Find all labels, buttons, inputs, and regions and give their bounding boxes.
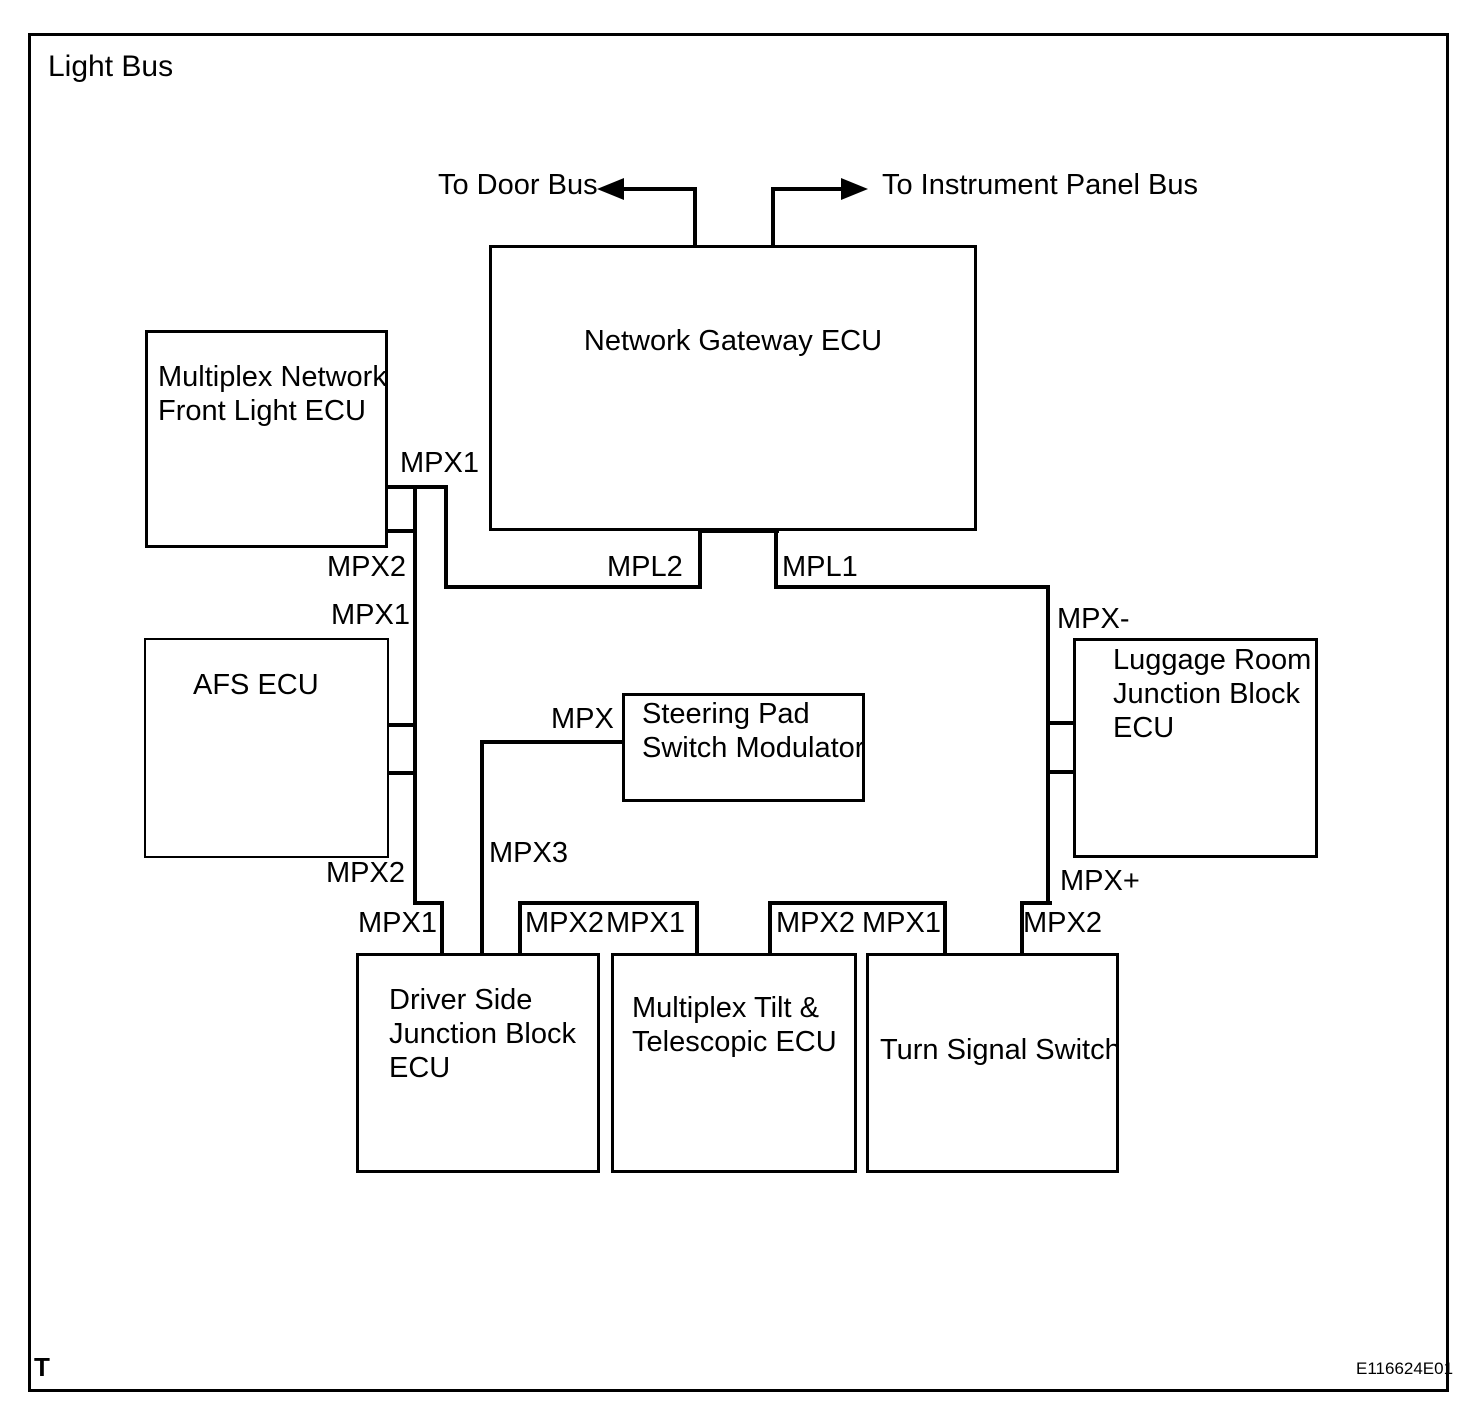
port-driver-mpx2: MPX2 <box>525 907 604 939</box>
instrument-panel-bus-label: To Instrument Panel Bus <box>882 169 1198 201</box>
port-driver-mpx1: MPX1 <box>358 907 437 939</box>
port-tilt-mpx1: MPX1 <box>606 907 685 939</box>
node-network-gateway-ecu-label: Network Gateway ECU <box>583 325 883 357</box>
node-front-light-ecu-label: Multiplex Network Front Light ECU <box>158 361 387 427</box>
wire-segment <box>1020 901 1024 979</box>
wire-segment <box>480 740 484 979</box>
node-luggage-room-junction-block-ecu <box>1073 638 1318 858</box>
port-gateway-mpl2: MPL2 <box>607 551 683 583</box>
wire-segment <box>518 901 699 905</box>
port-steering-mpx: MPX <box>551 703 614 735</box>
port-afs-mpx1: MPX1 <box>331 599 410 631</box>
wire-segment <box>771 187 845 191</box>
node-turn-signal-switch-label: Turn Signal Switch <box>880 1034 1121 1066</box>
port-front-light-mpx2: MPX2 <box>327 551 406 583</box>
wire-segment <box>615 187 697 191</box>
arrow-left-icon <box>597 178 624 200</box>
node-steering-pad-switch-modulator-label: Steering Pad Switch Modulator <box>642 698 865 764</box>
port-luggage-mpx-plus: MPX+ <box>1060 865 1140 897</box>
port-gateway-mpl1: MPL1 <box>782 551 858 583</box>
wire-segment <box>771 187 775 247</box>
wire-segment <box>518 901 522 979</box>
wire-segment <box>774 529 778 589</box>
wire-segment <box>768 901 772 979</box>
diagram-border <box>28 33 1449 1392</box>
node-network-gateway-ecu <box>489 245 977 531</box>
diagram-title: Light Bus <box>48 50 174 83</box>
node-luggage-room-junction-block-ecu-label: Luggage Room Junction Block ECU <box>1113 644 1312 744</box>
wire-segment <box>1020 901 1052 905</box>
wire-segment <box>698 529 702 589</box>
wire-segment <box>1046 585 1050 725</box>
node-driver-side-junction-block-ecu-label: Driver Side Junction Block ECU <box>389 984 576 1084</box>
node-afs-ecu <box>144 638 389 858</box>
node-front-light-ecu <box>145 330 388 548</box>
wire-segment <box>440 901 444 979</box>
node-steering-pad-switch-modulator <box>622 693 865 802</box>
arrow-right-icon <box>841 178 868 200</box>
figure-code: E116624E01 <box>1356 1359 1454 1378</box>
door-bus-label: To Door Bus <box>438 169 598 201</box>
wire-segment <box>1046 772 1050 905</box>
node-afs-ecu-label: AFS ECU <box>193 669 319 701</box>
port-turn-mpx2: MPX2 <box>1023 907 1102 939</box>
wire-segment <box>695 901 699 979</box>
node-turn-signal-switch <box>866 953 1119 1173</box>
node-multiplex-tilt-telescopic-ecu <box>611 953 857 1173</box>
port-luggage-mpx-minus: MPX- <box>1057 603 1130 635</box>
node-multiplex-tilt-telescopic-ecu-label: Multiplex Tilt & Telescopic ECU <box>632 992 837 1058</box>
wire-segment <box>413 901 444 905</box>
wire-segment <box>444 485 448 589</box>
node-driver-side-junction-block-ecu <box>356 953 600 1173</box>
port-tilt-mpx2: MPX2 <box>776 907 855 939</box>
wire-segment <box>413 485 448 489</box>
wire-segment <box>943 901 947 979</box>
wire-segment <box>693 187 697 247</box>
wire-segment <box>480 740 626 744</box>
wire-segment <box>444 585 702 589</box>
port-turn-mpx1: MPX1 <box>862 907 941 939</box>
footer-mark: T <box>34 1352 50 1382</box>
wire-segment <box>413 529 417 905</box>
port-mpx3: MPX3 <box>489 837 568 869</box>
wire-segment <box>768 901 947 905</box>
wire-segment <box>774 585 1050 589</box>
port-front-light-mpx1: MPX1 <box>400 447 479 479</box>
port-afs-mpx2: MPX2 <box>326 857 405 889</box>
